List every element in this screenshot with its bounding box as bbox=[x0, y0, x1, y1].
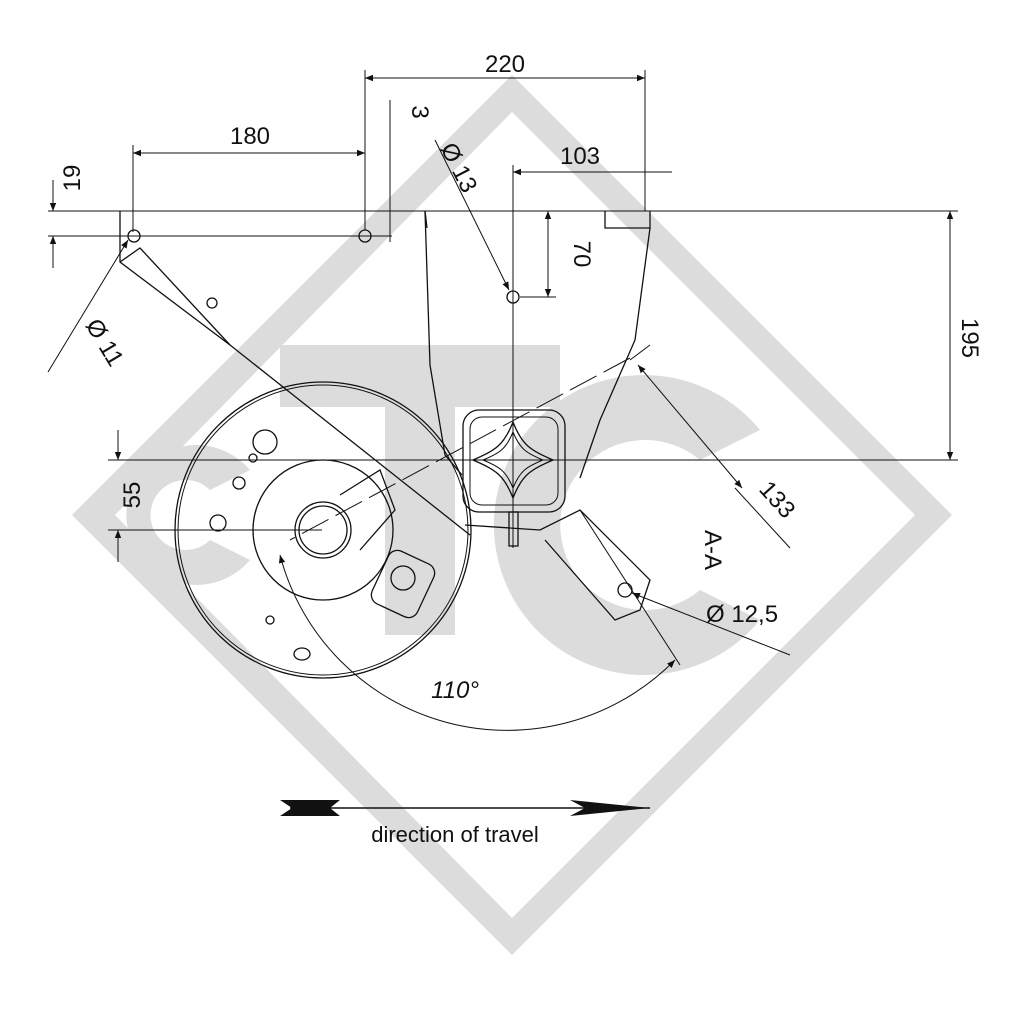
dimension-lines bbox=[47, 70, 954, 731]
dim-220: 220 bbox=[485, 51, 525, 78]
direction-arrow-icon bbox=[280, 800, 650, 816]
dim-19: 19 bbox=[59, 165, 86, 192]
axle-bracket bbox=[424, 210, 651, 621]
dim-diameter-12-5: Ø 12,5 bbox=[706, 601, 778, 628]
dim-55: 55 bbox=[119, 482, 146, 509]
angle-110: 110° bbox=[431, 677, 479, 704]
dim-diameter-11: Ø 11 bbox=[80, 314, 129, 371]
section-label: A-A bbox=[699, 530, 726, 570]
dim-195: 195 bbox=[956, 318, 983, 358]
dim-3: 3 bbox=[406, 105, 433, 118]
dim-70: 70 bbox=[568, 241, 595, 268]
dim-103: 103 bbox=[560, 143, 600, 170]
direction-of-travel-label: direction of travel bbox=[371, 822, 539, 847]
dim-180: 180 bbox=[230, 123, 270, 150]
